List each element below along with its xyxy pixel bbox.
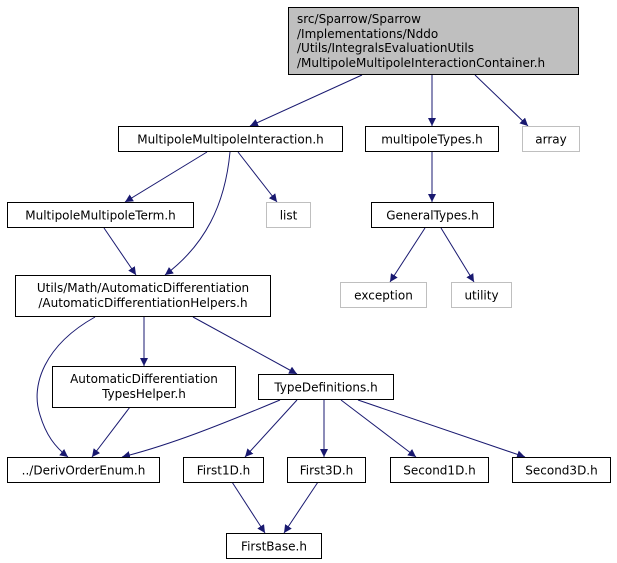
edge-first3d-to-firstbase	[283, 481, 319, 534]
edge-general-types-to-utility	[440, 227, 475, 283]
node-array-label: array	[535, 133, 566, 147]
node-first3d[interactable]: First3D.h	[287, 457, 366, 483]
dependency-edges	[36, 74, 529, 534]
edge-mmi-to-list	[237, 151, 278, 203]
node-multipole-multipole-term[interactable]: MultipoleMultipoleTerm.h	[7, 202, 194, 228]
node-multipole-types-label: multipoleTypes.h	[381, 133, 483, 147]
node-list[interactable]: list	[266, 202, 311, 228]
node-general-types-label: GeneralTypes.h	[386, 209, 479, 223]
dependency-nodes: src/Sparrow/Sparrow /Implementations/Ndd…	[7, 7, 611, 559]
edge-general-types-to-exception	[389, 227, 426, 283]
edge-mmi-to-mmt	[124, 151, 208, 203]
node-first-base-label: FirstBase.h	[241, 540, 307, 554]
node-automatic-differentiation-helpers[interactable]: Utils/Math/AutomaticDifferentiation /Aut…	[15, 275, 271, 317]
node-type-definitions-label: TypeDefinitions.h	[273, 381, 377, 395]
edge-first1d-to-firstbase	[231, 481, 266, 534]
node-deriv-order-enum[interactable]: ../DerivOrderEnum.h	[7, 457, 160, 483]
node-ad-helpers-line-2: /AutomaticDifferentiationHelpers.h	[38, 296, 247, 310]
edge-type-definitions-to-first1d	[244, 399, 298, 458]
node-deriv-order-enum-label: ../DerivOrderEnum.h	[22, 464, 146, 478]
node-multipole-types[interactable]: multipoleTypes.h	[365, 126, 499, 152]
node-mmi-label: MultipoleMultipoleInteraction.h	[137, 133, 324, 147]
node-list-label: list	[280, 209, 298, 223]
node-ad-types-helper-line-1: AutomaticDifferentiation	[70, 372, 218, 386]
node-type-definitions[interactable]: TypeDefinitions.h	[258, 374, 394, 400]
edge-type-definitions-to-second3d	[357, 399, 526, 459]
node-multipole-multipole-interaction[interactable]: MultipoleMultipoleInteraction.h	[118, 126, 343, 152]
node-exception[interactable]: exception	[340, 282, 427, 308]
node-ad-types-helper-line-2: TypesHelper.h	[101, 387, 186, 401]
node-first-base[interactable]: FirstBase.h	[226, 533, 322, 559]
node-second1d-label: Second1D.h	[403, 464, 475, 478]
edge-root-to-array	[474, 74, 529, 127]
node-root-line-3: /Utils/IntegralsEvaluationUtils	[297, 41, 474, 55]
node-exception-label: exception	[354, 289, 413, 303]
node-utility[interactable]: utility	[451, 282, 512, 308]
edge-ad-helpers-to-deriv-order	[36, 316, 96, 458]
node-automatic-differentiation-types-helper[interactable]: AutomaticDifferentiation TypesHelper.h	[52, 366, 236, 408]
node-root-header[interactable]: src/Sparrow/Sparrow /Implementations/Ndd…	[288, 7, 579, 75]
node-mmt-label: MultipoleMultipoleTerm.h	[25, 209, 176, 223]
edge-ad-helpers-to-type-definitions	[192, 316, 298, 375]
node-utility-label: utility	[464, 289, 498, 303]
node-root-line-1: src/Sparrow/Sparrow	[297, 12, 421, 26]
node-first1d[interactable]: First1D.h	[183, 457, 264, 483]
node-array[interactable]: array	[522, 126, 580, 152]
edge-mmi-to-ad-helpers	[164, 151, 231, 276]
node-general-types[interactable]: GeneralTypes.h	[371, 202, 494, 228]
node-first1d-label: First1D.h	[197, 464, 251, 478]
edge-mmt-to-ad-helpers	[103, 227, 137, 276]
node-second3d[interactable]: Second3D.h	[512, 457, 611, 483]
edge-type-definitions-to-deriv-order	[121, 399, 281, 459]
edge-root-to-mmi	[249, 74, 363, 127]
node-second3d-label: Second3D.h	[525, 464, 597, 478]
edge-type-definitions-to-second1d	[340, 399, 417, 458]
node-second1d[interactable]: Second1D.h	[390, 457, 489, 483]
node-root-line-2: /Implementations/Nddo	[297, 27, 438, 41]
node-first3d-label: First3D.h	[300, 464, 354, 478]
edge-ad-types-helper-to-deriv-order	[91, 406, 131, 458]
node-root-line-4: /MultipoleMultipoleInteractionContainer.…	[297, 56, 545, 70]
node-ad-helpers-line-1: Utils/Math/AutomaticDifferentiation	[37, 281, 249, 295]
